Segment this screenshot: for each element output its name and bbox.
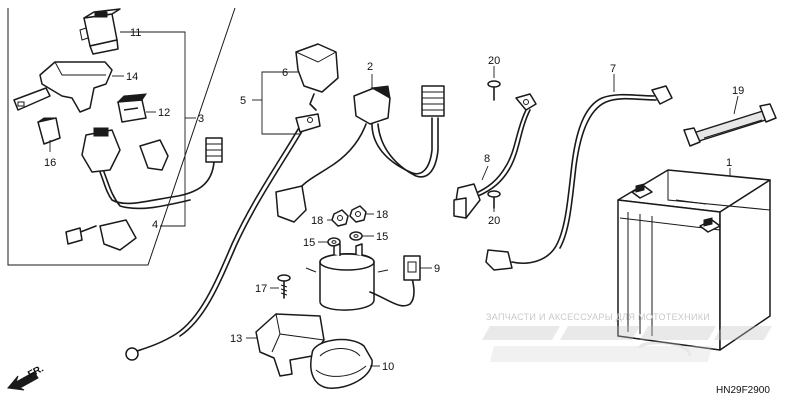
part-7-battery-cable[interactable]: [485, 85, 673, 271]
callout-11: 11: [130, 27, 141, 39]
part-10-solenoid-cover[interactable]: [310, 338, 373, 389]
watermark-text: ЗАПЧАСТИ И АКСЕССУАРЫ ДЛЯ МОТОТЕХНИКИ: [486, 312, 710, 322]
part-17-bolt[interactable]: [277, 274, 291, 299]
callout-18-left: 18: [311, 215, 323, 227]
callout-17: 17: [255, 283, 267, 295]
front-direction-indicator: FR.: [7, 363, 46, 391]
callout-13: 13: [230, 333, 242, 345]
part-5-cable[interactable]: [125, 113, 321, 361]
inset-frame: [7, 7, 236, 266]
callout-4: 4: [152, 219, 158, 231]
part-9-starter-solenoid[interactable]: [305, 243, 421, 311]
part-20-bolt-top[interactable]: [487, 80, 501, 101]
part-18-nut-a[interactable]: [331, 209, 349, 227]
part-1-battery[interactable]: [617, 169, 771, 351]
callout-20-bottom: 20: [488, 215, 500, 227]
diagram-code: HN29F2900: [716, 385, 770, 396]
part-11-switch[interactable]: [79, 8, 121, 55]
part-14-bracket[interactable]: [13, 61, 113, 113]
callout-15-left: 15: [303, 237, 315, 249]
part-2-main-harness[interactable]: [275, 85, 445, 223]
part-15-washer-b[interactable]: [349, 231, 363, 241]
watermark-logo: [482, 326, 772, 362]
callout-19: 19: [732, 85, 744, 97]
callout-12: 12: [158, 107, 170, 119]
callout-16: 16: [44, 157, 56, 169]
callout-18-right: 18: [376, 209, 388, 221]
callout-7: 7: [610, 63, 616, 75]
front-label: FR.: [26, 363, 46, 380]
part-12-relay[interactable]: [116, 93, 147, 123]
part-13-holder[interactable]: [255, 313, 325, 377]
part-18-nut-b[interactable]: [349, 205, 367, 223]
part-3-sub-harness[interactable]: [65, 127, 223, 251]
front-arrow-icon: [7, 371, 39, 391]
callout-6: 6: [282, 67, 288, 79]
callout-2: 2: [367, 61, 373, 73]
part-6-terminal-cover[interactable]: [295, 43, 339, 111]
part-16-clip[interactable]: [37, 117, 61, 145]
callout-15-right: 15: [376, 231, 388, 243]
callout-8: 8: [484, 153, 490, 165]
callout-10: 10: [382, 361, 394, 373]
leader-3-bracket: [120, 31, 186, 227]
callout-9: 9: [434, 263, 440, 275]
callout-3: 3: [198, 113, 204, 125]
watermark: ЗАПЧАСТИ И АКСЕССУАРЫ ДЛЯ МОТОТЕХНИКИ: [482, 312, 772, 362]
callout-1: 1: [726, 157, 732, 169]
leader-5: [261, 71, 300, 135]
callout-20-top: 20: [488, 55, 500, 67]
callout-14: 14: [126, 71, 138, 83]
part-19-battery-band[interactable]: [683, 103, 777, 147]
callout-5: 5: [240, 95, 246, 107]
part-20-bolt-bottom[interactable]: [487, 190, 501, 209]
part-8-battery-cable[interactable]: [453, 93, 537, 219]
